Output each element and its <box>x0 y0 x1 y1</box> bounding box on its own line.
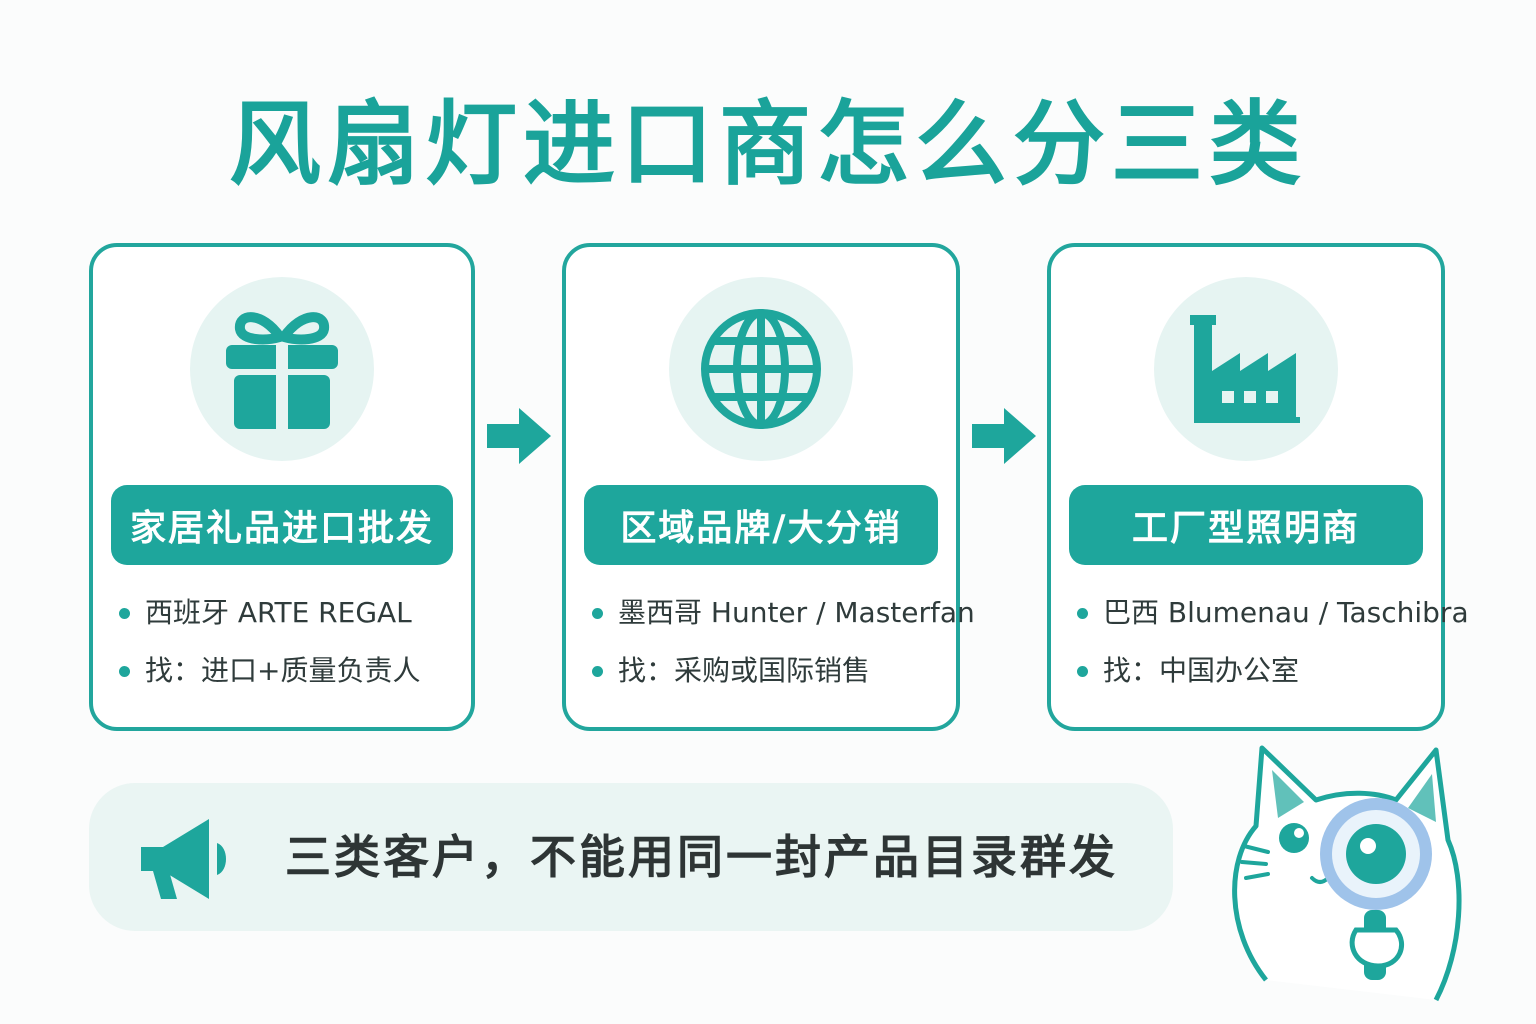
category-label: 区域品牌/大分销 <box>584 485 938 565</box>
page-title: 风扇灯进口商怎么分三类 <box>228 91 1307 198</box>
bullet-list: 墨西哥 Hunter / Masterfan 找：采购或国际销售 <box>588 591 975 707</box>
bullet-list: 西班牙 ARTE REGAL 找：进口+质量负责人 <box>115 591 461 707</box>
list-item: 巴西 Blumenau / Taschibra <box>1073 591 1469 649</box>
list-item: 墨西哥 Hunter / Masterfan <box>588 591 975 649</box>
category-card-home-gift: 家居礼品进口批发 西班牙 ARTE REGAL 找：进口+质量负责人 <box>89 243 475 731</box>
arrow-right-icon <box>487 408 551 464</box>
globe-icon <box>701 309 821 429</box>
list-item: 找：采购或国际销售 <box>588 649 946 707</box>
category-card-factory-lighting: 工厂型照明商 巴西 Blumenau / Taschibra 找：中国办公室 <box>1047 243 1469 731</box>
category-label: 家居礼品进口批发 <box>111 485 453 565</box>
category-label: 工厂型照明商 <box>1069 485 1423 565</box>
arrow-right-icon <box>972 408 1036 464</box>
factory-icon <box>1190 315 1300 423</box>
icon-circle <box>1154 277 1338 461</box>
warning-banner: 三类客户，不能用同一封产品目录群发 <box>89 783 1173 931</box>
icon-circle <box>669 277 853 461</box>
list-item: 找：进口+质量负责人 <box>115 649 461 707</box>
icon-circle <box>190 277 374 461</box>
list-item: 西班牙 ARTE REGAL <box>115 591 461 649</box>
banner-text: 三类客户，不能用同一封产品目录群发 <box>285 830 1118 884</box>
list-item: 找：中国办公室 <box>1073 649 1431 707</box>
gift-icon <box>226 312 338 431</box>
megaphone-icon <box>141 819 226 899</box>
category-card-regional-brand: 区域品牌/大分销 墨西哥 Hunter / Masterfan 找：采购或国际销… <box>562 243 975 731</box>
cat-mascot-icon <box>1232 745 1462 1002</box>
bullet-list: 巴西 Blumenau / Taschibra 找：中国办公室 <box>1073 591 1469 707</box>
